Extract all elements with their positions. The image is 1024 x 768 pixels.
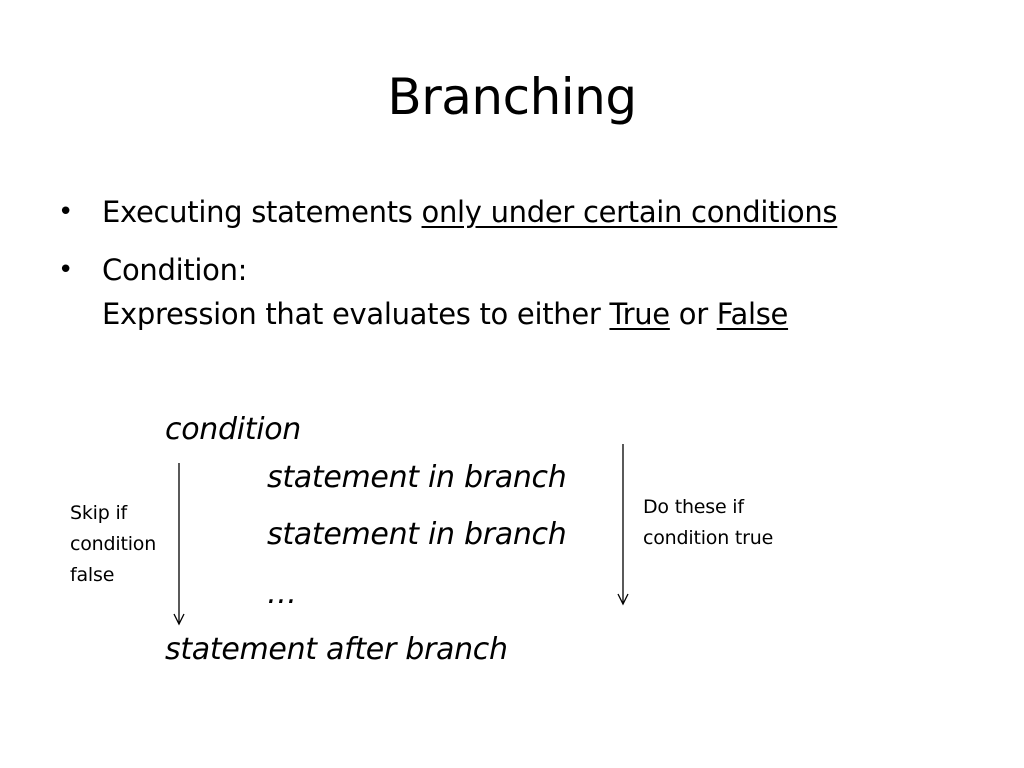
or-text: or [669,297,717,331]
code-condition: condition [165,412,302,447]
code-ellipsis: … [267,576,297,611]
code-statement-in-branch: statement in branch [267,460,567,495]
bullet-item: • Executing statements only under certai… [58,190,978,234]
false-keyword: False [716,297,789,331]
skip-note-line: condition [70,533,157,555]
bullet-text: Expression that evaluates to either [102,297,610,331]
bullet-text-line: Expression that evaluates to either True… [102,292,978,336]
bullet-item: • Condition: Expression that evaluates t… [58,248,978,336]
underlined-phrase: only under certain conditions [421,195,838,229]
skip-arrow-icon [173,463,185,626]
do-note-line: condition true [643,527,774,549]
true-keyword: True [609,297,670,331]
do-note-line: Do these if [643,496,744,518]
bullet-list: • Executing statements only under certai… [58,190,978,350]
bullet-text: Condition: [102,253,248,287]
skip-note-line: false [70,564,115,586]
bullet-text: Executing statements [102,195,422,229]
slide-title: Branching [387,68,637,126]
do-note: Do these if condition true [643,492,773,554]
code-statement-in-branch: statement in branch [267,517,567,552]
code-statement-after-branch: statement after branch [165,632,508,667]
bullet-dot-icon: • [58,255,74,285]
skip-note: Skip if condition false [70,498,156,591]
bullet-dot-icon: • [58,197,74,227]
do-arrow-icon [617,444,629,606]
skip-note-line: Skip if [70,502,128,524]
